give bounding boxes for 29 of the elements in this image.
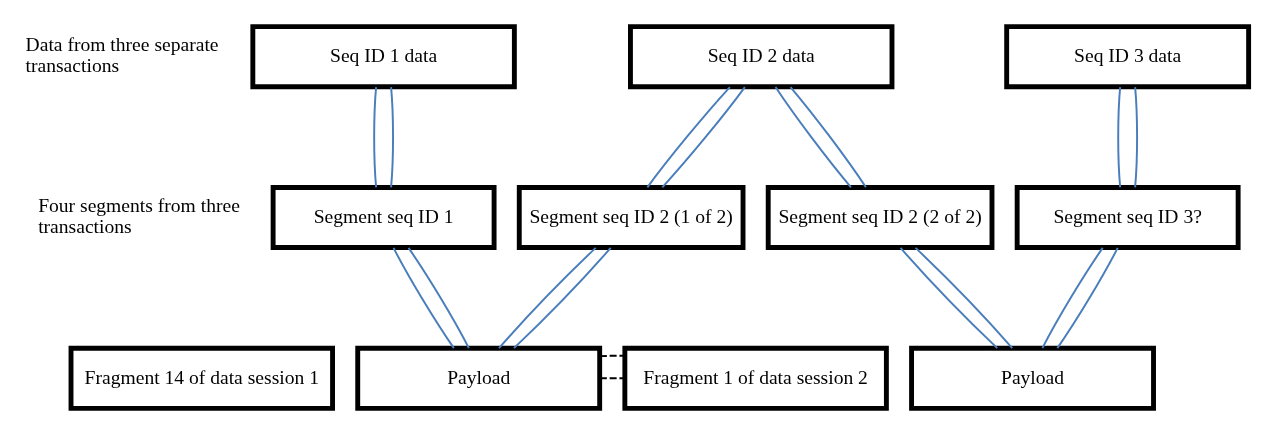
node-box: Payload bbox=[355, 345, 603, 411]
node-box: Segment seq ID 3? bbox=[1014, 184, 1241, 250]
label: Four segments from three transactions bbox=[38, 194, 240, 237]
connector bbox=[1056, 246, 1119, 349]
connector bbox=[1041, 246, 1104, 349]
connector bbox=[914, 246, 1014, 349]
node-box: Segment seq ID 2 (2 of 2) bbox=[765, 184, 995, 250]
node-box: Segment seq ID 1 bbox=[270, 184, 497, 250]
node-box: Segment seq ID 2 (1 of 2) bbox=[516, 184, 746, 250]
connector bbox=[407, 246, 470, 349]
node-box: Payload bbox=[909, 345, 1156, 411]
node-box: Seq ID 2 data bbox=[628, 23, 895, 89]
connector bbox=[899, 246, 999, 349]
node-box: Seq ID 1 data bbox=[250, 23, 517, 89]
connector bbox=[498, 246, 597, 349]
connector bbox=[646, 85, 731, 188]
connector bbox=[789, 85, 867, 188]
label: Data from three separate transactions bbox=[25, 33, 219, 76]
connector bbox=[513, 246, 612, 349]
connector bbox=[1117, 85, 1122, 188]
node-box: Seq ID 3 data bbox=[1004, 23, 1252, 89]
connector bbox=[373, 85, 378, 188]
connector bbox=[392, 246, 455, 349]
node-box: Fragment 1 of data session 2 bbox=[622, 345, 889, 411]
connector bbox=[774, 85, 852, 188]
connector bbox=[390, 85, 395, 188]
connector bbox=[1134, 85, 1139, 188]
connector bbox=[661, 85, 746, 188]
node-box: Fragment 14 of data session 1 bbox=[68, 345, 335, 411]
